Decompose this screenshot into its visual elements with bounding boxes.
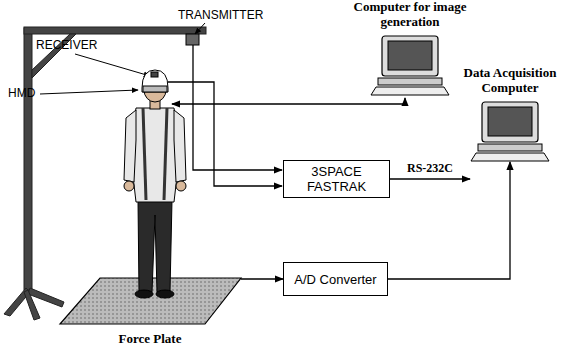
hmd-video-link [172,98,405,104]
part-label: TRANSMITTER [178,8,263,22]
tracker-stand [4,27,206,320]
computer-icon [370,34,450,96]
signal-label: RS-232C [405,161,455,176]
connector [241,278,283,279]
computer-label: Computer for image generation [350,0,470,30]
cpu-case [478,144,542,151]
screen [488,107,532,136]
computer-node: Computer for image generation [350,0,470,96]
keyboard [371,87,449,95]
transmitter-wire [193,45,282,170]
leader-line [75,54,150,76]
process-box: A/D Converter [283,262,388,296]
computer-label: Data Acquisition Computer [462,66,558,96]
keyboard [471,153,549,161]
computer-node: Data Acquisition Computer [462,66,558,162]
receiver-wire [168,82,282,186]
box-label: 3SPACE FASTRAK [290,164,383,194]
transmitter-box [186,34,199,45]
monitor [382,36,438,76]
force-plate-shape [55,272,245,328]
monitor [482,102,538,142]
plate-top [60,278,241,324]
part-label: HMD [8,86,35,100]
computer-icon [470,100,550,162]
plate-label: Force Plate [55,332,245,347]
process-box: 3SPACE FASTRAK [283,160,390,198]
cpu-case [378,78,442,85]
force-plate: Force Plate [55,272,245,347]
screen [388,41,432,70]
box-label: A/D Converter [294,272,376,287]
connector [390,178,470,179]
leader-line [195,23,205,34]
leader-line [40,90,138,94]
part-label: RECEIVER [36,38,97,52]
connector [388,162,510,279]
